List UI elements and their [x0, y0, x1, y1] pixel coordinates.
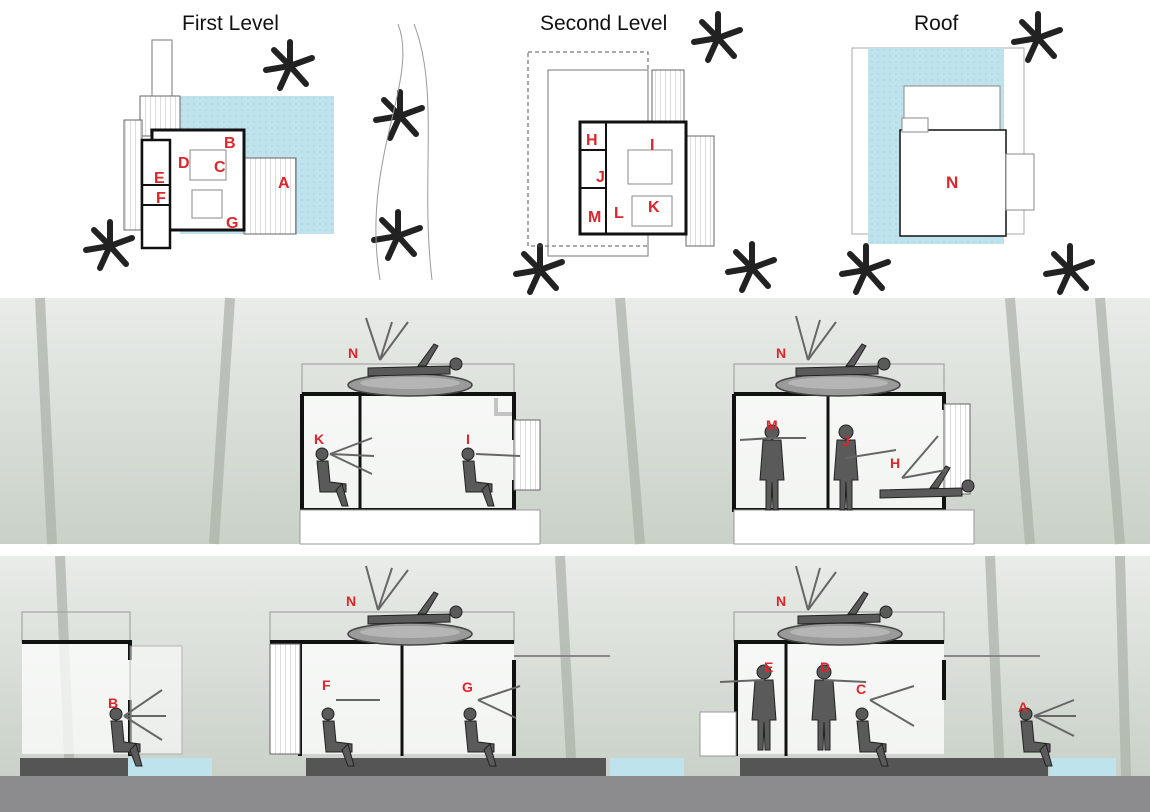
plan-label-h: H	[586, 132, 598, 149]
section-label-b: B	[108, 695, 118, 711]
section-label-n: N	[776, 345, 786, 361]
plan-label-a: A	[278, 175, 290, 192]
plan-label-g: G	[226, 215, 238, 232]
plan-label-k: K	[648, 199, 660, 216]
section-label-i: I	[466, 431, 470, 447]
roof-plan: N	[851, 47, 1035, 244]
section-label-e: E	[764, 659, 773, 675]
plan-label-f: F	[156, 190, 166, 207]
section-label-j: J	[842, 433, 850, 449]
plan-label-m: M	[588, 209, 601, 226]
heading-first-level: First Level	[182, 12, 279, 35]
section-band-top: N K I N M J H	[0, 297, 1150, 545]
section-label-m: M	[766, 417, 778, 433]
site-trees	[86, 14, 1092, 292]
section-band-bottom: B N F G	[0, 555, 1150, 812]
palm-tree-icon	[1014, 14, 1060, 60]
plan-label-d: D	[178, 155, 190, 172]
plan-label-n: N	[946, 173, 958, 192]
section-label-h: H	[890, 455, 900, 471]
palm-tree-icon	[694, 14, 740, 60]
section-label-k: K	[314, 431, 324, 447]
section-label-f: F	[322, 677, 331, 693]
heading-second-level: Second Level	[540, 12, 668, 35]
section-label-d: D	[820, 659, 830, 675]
first-level-plan: B D C E F G A	[123, 39, 334, 250]
section-label-n: N	[346, 593, 356, 609]
palm-tree-icon	[266, 42, 312, 88]
plan-label-j: J	[596, 169, 605, 186]
section-label-n: N	[776, 593, 786, 609]
palm-tree-icon	[842, 246, 888, 292]
heading-roof: Roof	[914, 12, 959, 35]
palm-tree-icon	[376, 92, 422, 138]
plan-label-b: B	[224, 135, 236, 152]
palm-tree-icon	[1046, 246, 1092, 292]
plan-label-l: L	[614, 205, 624, 222]
palm-tree-icon	[374, 212, 420, 258]
palm-tree-icon	[728, 244, 774, 290]
section-label-g: G	[462, 679, 473, 695]
plan-label-e: E	[154, 170, 165, 187]
section-label-n: N	[348, 345, 358, 361]
section-label-a: A	[1018, 699, 1028, 715]
palm-tree-icon	[516, 246, 562, 292]
plan-label-c: C	[214, 159, 226, 176]
section-label-c: C	[856, 681, 866, 697]
plan-label-i: I	[650, 137, 654, 154]
second-level-plan: H I J K L M	[527, 51, 715, 257]
